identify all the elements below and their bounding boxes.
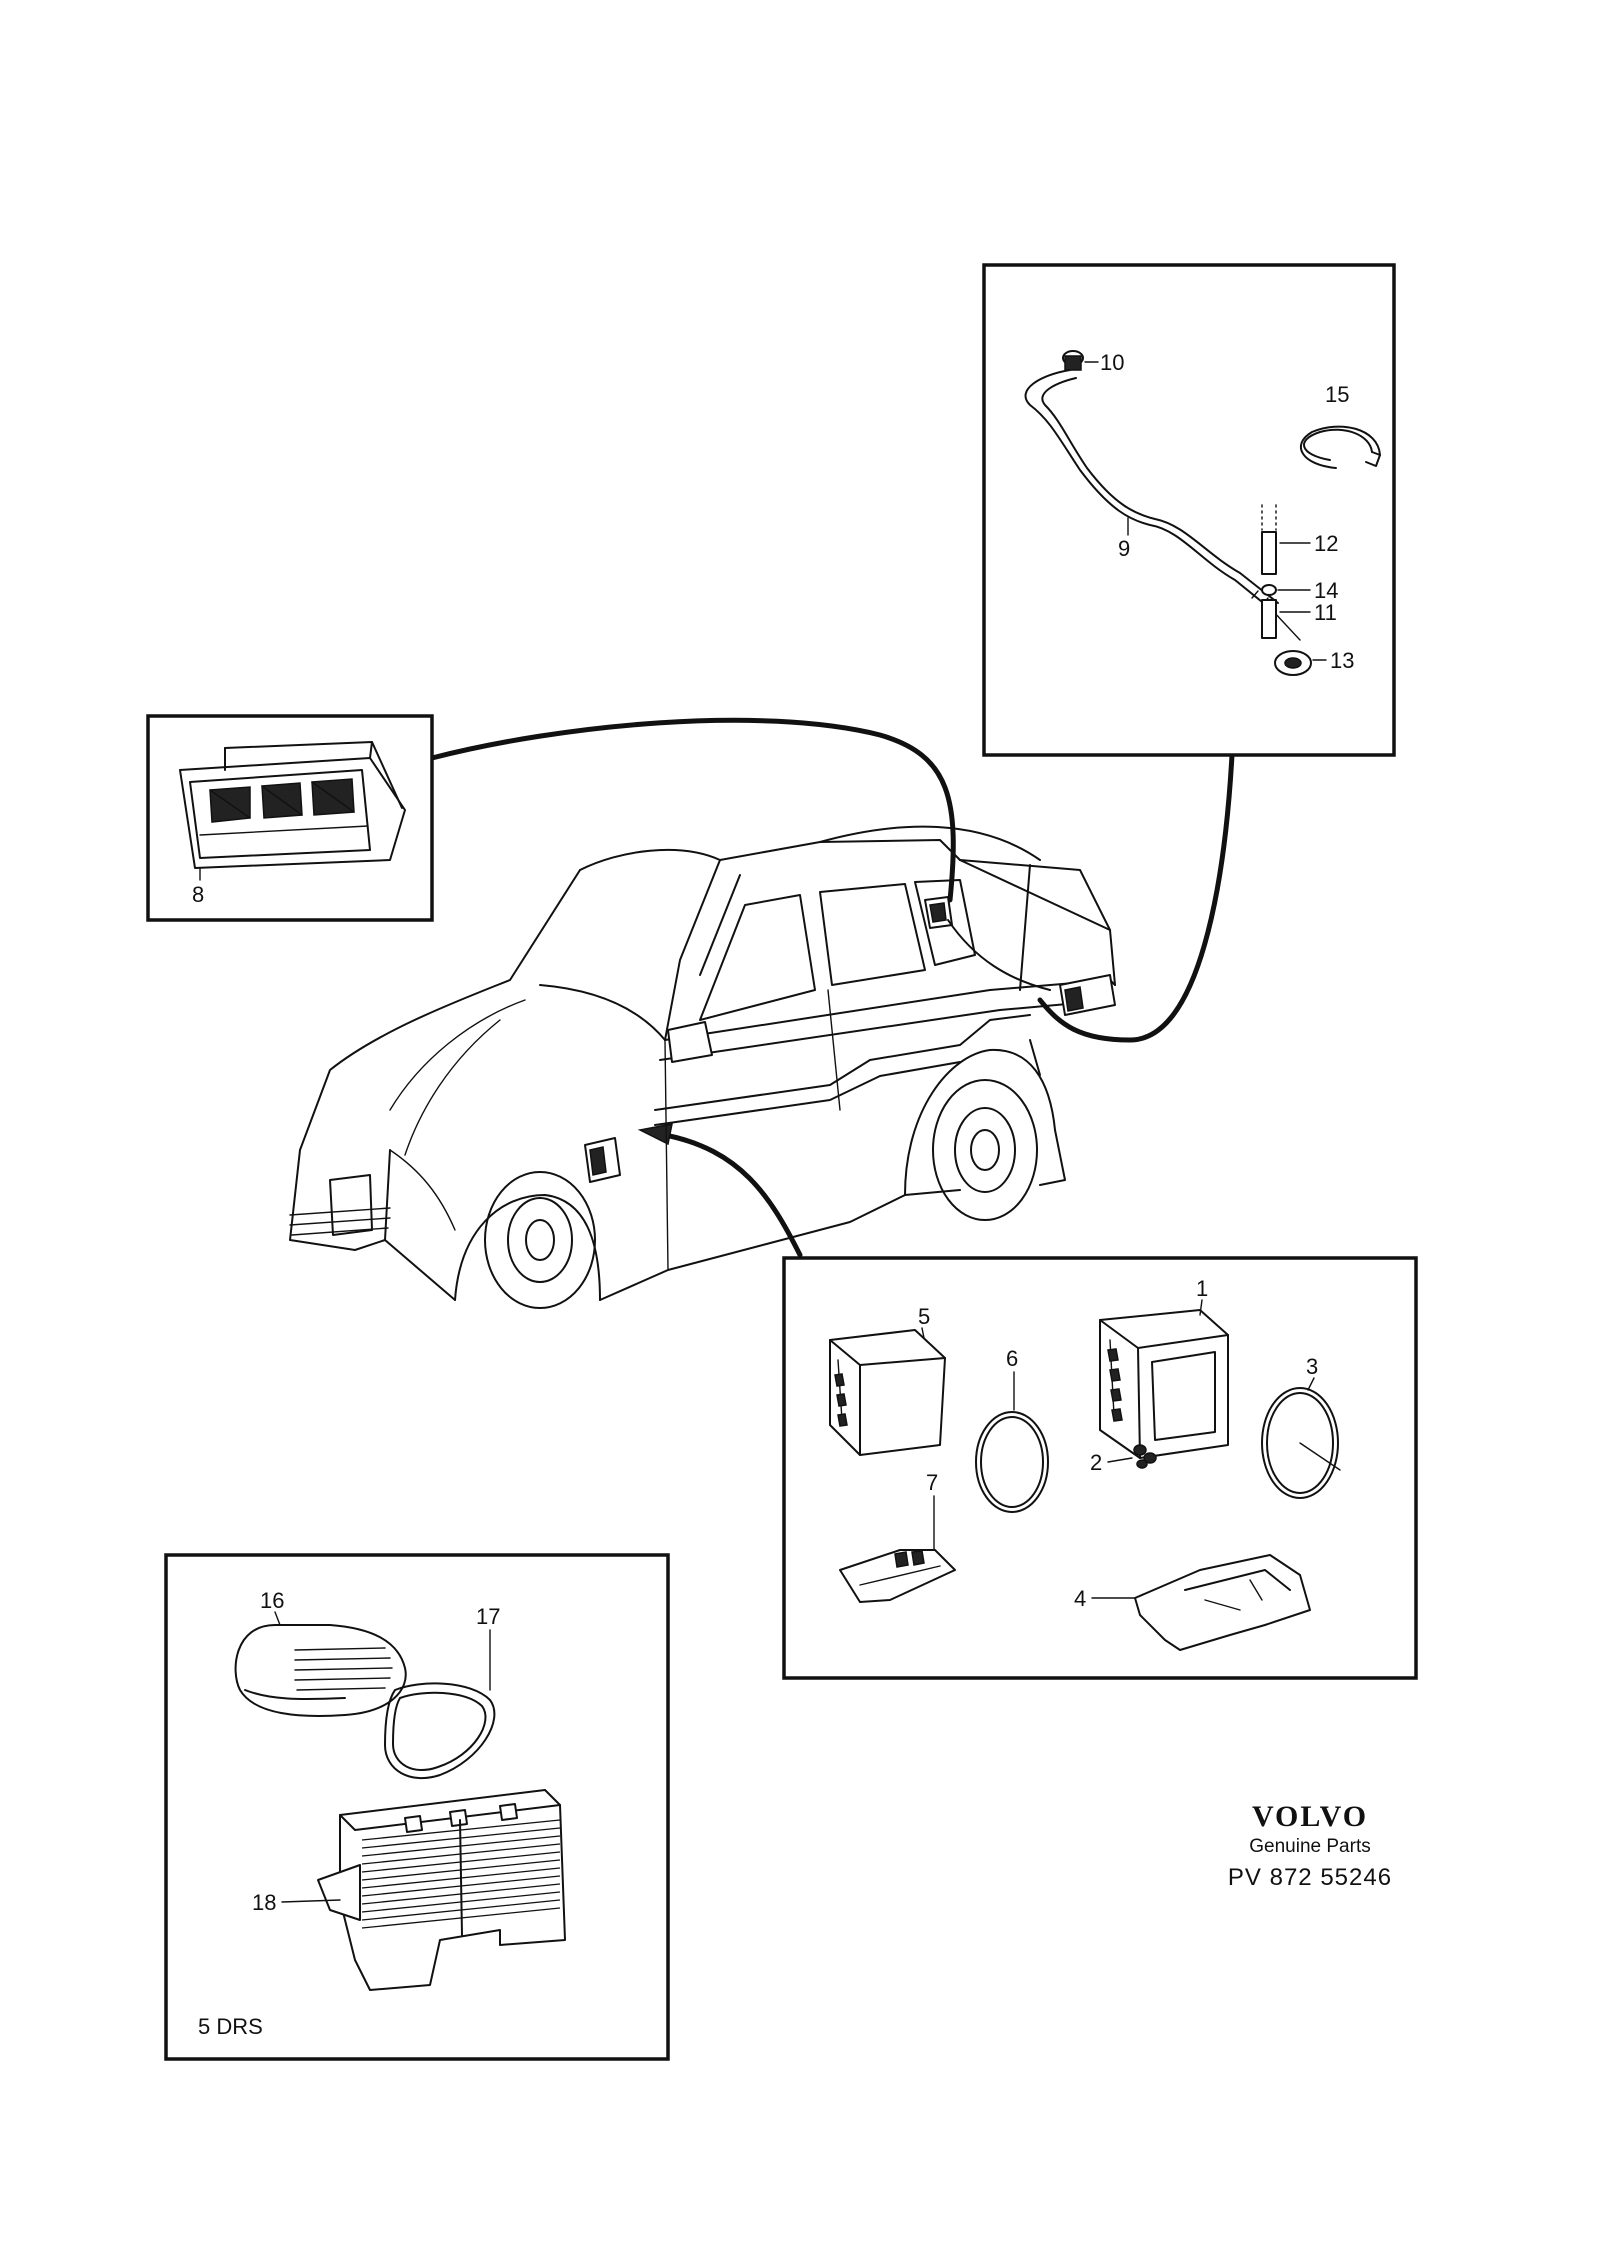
part-4-air-duct: [1134, 1554, 1311, 1651]
callout-3: 3: [1306, 1354, 1318, 1379]
brand-subtitle: Genuine Parts: [1249, 1836, 1371, 1857]
part-15-hose-clamp: [1300, 425, 1381, 469]
callout-leader-18: [281, 1899, 341, 1903]
callout-leader-2: [1107, 1457, 1133, 1463]
volvo-logo-block: VOLVO Genuine Parts PV 872 55246: [1180, 1800, 1440, 1892]
part-13-grommet: [1274, 650, 1312, 676]
part-11-valve: [1261, 599, 1277, 639]
callout-6: 6: [1006, 1346, 1018, 1371]
leader-line-box-hose: [1037, 752, 1235, 1043]
part-1-vent-frame: [1099, 1309, 1229, 1459]
callout-9: 9: [1118, 536, 1130, 561]
callout-leader-16: [274, 1611, 281, 1626]
callout-10: 10: [1100, 350, 1124, 375]
callout-18: 18: [252, 1890, 276, 1915]
part-18-air-duct: [317, 1789, 566, 1991]
part-3-seal-ring: [1261, 1387, 1341, 1499]
callout-8: 8: [192, 882, 204, 907]
callout-12: 12: [1314, 531, 1338, 556]
callout-leader-1: [1199, 1299, 1203, 1316]
leader-arrowhead: [637, 1123, 673, 1146]
part-12-pipe: [1261, 504, 1277, 575]
callout-2: 2: [1090, 1450, 1102, 1475]
callout-15: 15: [1325, 382, 1349, 407]
variant-label: 5 DRS: [198, 2014, 263, 2039]
part-8-vent-grille: [179, 741, 406, 869]
callout-1: 1: [1196, 1276, 1208, 1301]
part-14-ring: [1261, 584, 1277, 596]
part-10-clip: [1062, 350, 1084, 371]
part-16-oval-vent: [234, 1624, 407, 1717]
part-6-seal-ring: [975, 1411, 1049, 1513]
leader-line-box-vent: [662, 1132, 803, 1258]
part-5-vent-housing: [829, 1329, 946, 1456]
callout-7: 7: [926, 1470, 938, 1495]
callout-leader-5: [921, 1327, 925, 1339]
box-hose-kit: [982, 263, 1396, 757]
callout-5: 5: [918, 1304, 930, 1329]
callout-13: 13: [1330, 648, 1354, 673]
part-2-screws: [1133, 1444, 1157, 1469]
callout-11: 11: [1314, 600, 1337, 625]
callout-14: 14: [1314, 578, 1338, 603]
callout-leader-3: [1307, 1377, 1315, 1391]
leader-line-box8: [429, 717, 956, 903]
diagram-code: PV 872 55246: [1227, 1864, 1393, 1891]
callout-17: 17: [476, 1604, 500, 1629]
part-7-bracket: [839, 1549, 956, 1603]
callout-4: 4: [1074, 1586, 1086, 1611]
brand-logo: VOLVO: [1251, 1800, 1369, 1833]
callout-16: 16: [260, 1588, 284, 1613]
part-17-oval-seal: [384, 1682, 496, 1780]
car-illustration: [289, 825, 1116, 1309]
